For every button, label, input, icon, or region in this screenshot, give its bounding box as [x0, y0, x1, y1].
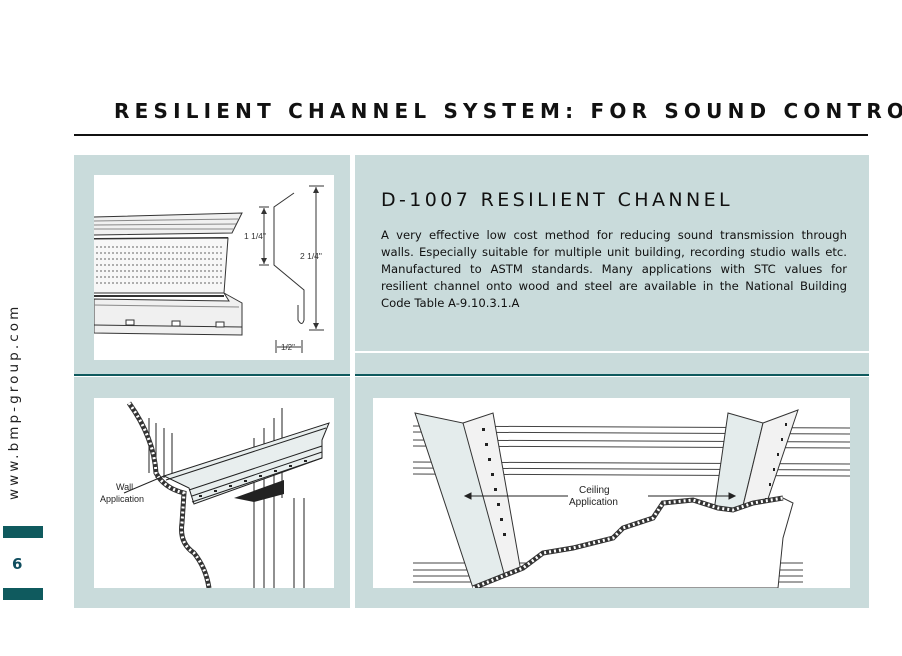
wall-application-illustration: Wall Application	[94, 398, 334, 588]
ceiling-application-illustration: Ceiling Application	[373, 398, 850, 588]
description-panel	[355, 155, 869, 351]
product-description: A very effective low cost method for red…	[381, 228, 847, 310]
ceiling-label-line1: Ceiling	[579, 485, 610, 496]
teal-divider	[74, 374, 869, 376]
wall-label-line2: Application	[100, 494, 144, 504]
dim-hook-label: 1/2"	[281, 343, 295, 352]
description-panel-footer	[355, 353, 869, 375]
channel-profile-illustration: 1 1/4" 2 1/4" 1/2"	[94, 175, 334, 360]
wall-label-line1: Wall	[116, 482, 133, 492]
dim-flange-label: 1 1/4"	[244, 231, 266, 241]
page-number: 6	[12, 555, 23, 573]
website-url: www.bmp-group.com	[6, 303, 22, 500]
ceiling-label-line2: Application	[569, 497, 618, 508]
page-marker-bar-top	[3, 526, 43, 538]
page-marker-bar-bottom	[3, 588, 43, 600]
title-rule	[74, 134, 868, 136]
dim-height-label: 2 1/4"	[300, 251, 322, 261]
product-title: D-1007 RESILIENT CHANNEL	[381, 189, 733, 211]
page-title: RESILIENT CHANNEL SYSTEM: FOR SOUND CONT…	[114, 99, 902, 123]
divider-gap	[350, 374, 355, 376]
